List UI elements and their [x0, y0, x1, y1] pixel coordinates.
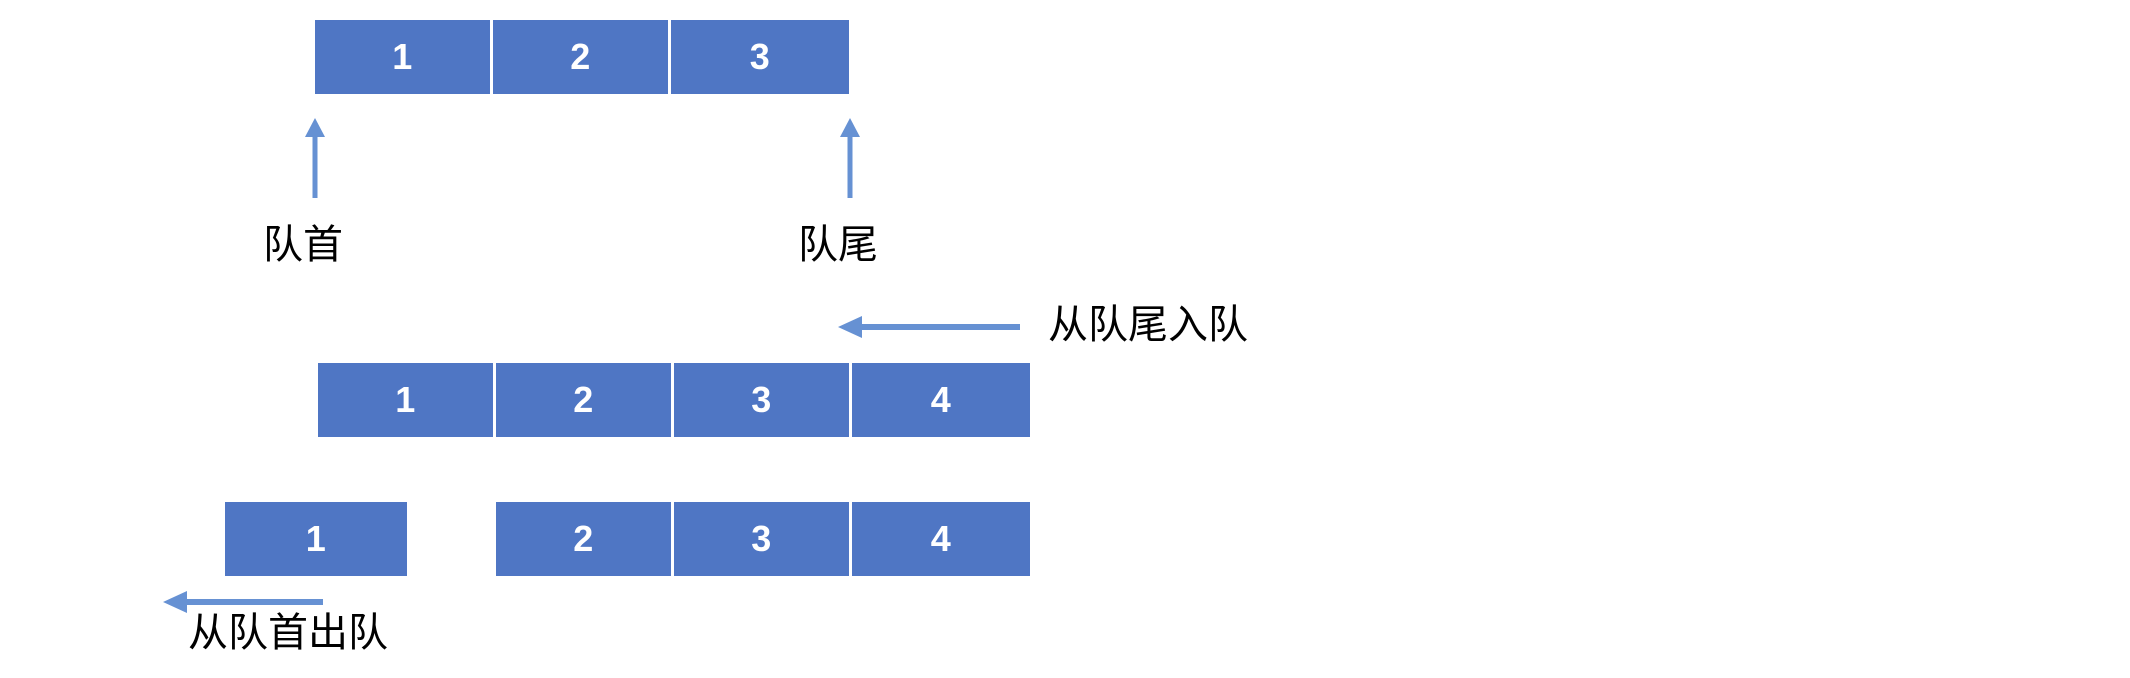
dequeue-label: 从队首出队	[188, 610, 388, 656]
arrow-up-icon	[840, 118, 860, 198]
arrow-left-icon	[838, 316, 1020, 338]
queue-cell: 1	[318, 363, 496, 437]
queue-cell: 2	[496, 502, 674, 576]
queue-cell: 4	[852, 363, 1030, 437]
arrow-up-icon	[305, 118, 325, 198]
queue-cell: 1	[315, 20, 493, 94]
dequeued-cell: 1	[225, 502, 407, 576]
tail-label: 队尾	[798, 222, 878, 268]
queue-cell: 2	[496, 363, 674, 437]
head-label: 队首	[263, 222, 343, 268]
arrow-left-icon	[163, 591, 323, 613]
queue-cell: 3	[674, 502, 852, 576]
queue-cell: 2	[493, 20, 671, 94]
queue-cell: 4	[852, 502, 1030, 576]
queue-cell: 3	[671, 20, 849, 94]
enqueue-label: 从队尾入队	[1048, 302, 1248, 348]
queue-cell: 3	[674, 363, 852, 437]
